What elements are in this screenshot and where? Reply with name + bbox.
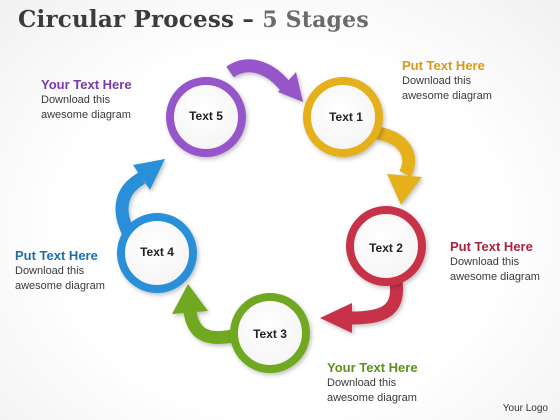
arrow-2-to-3-shaft bbox=[349, 281, 404, 325]
stage-4-ring bbox=[117, 213, 197, 293]
callout-stage-5: Your Text Here Download this awesome dia… bbox=[41, 76, 191, 123]
arrow-1-to-2-shaft bbox=[375, 126, 416, 178]
callout-heading: Your Text Here bbox=[327, 360, 418, 375]
callout-body-line: awesome diagram bbox=[327, 392, 417, 404]
arrow-4-to-5-head bbox=[133, 159, 165, 190]
callout-heading: Put Text Here bbox=[15, 248, 98, 263]
callout-heading: Put Text Here bbox=[450, 239, 533, 254]
callout-body-line: awesome diagram bbox=[450, 271, 540, 283]
callout-stage-1: Put Text Here Download this awesome diag… bbox=[402, 57, 552, 104]
arrow-1-to-2-head bbox=[387, 174, 422, 205]
callout-stage-3: Your Text Here Download this awesome dia… bbox=[327, 359, 477, 406]
logo-placeholder: Your Logo bbox=[502, 403, 548, 414]
callout-body-line: Download this bbox=[327, 377, 397, 389]
stage-1-label: Text 1 bbox=[329, 110, 363, 124]
arrow-5-to-1-shaft bbox=[226, 59, 291, 91]
stage-5: Text 5 bbox=[166, 77, 246, 157]
callout-body-line: awesome diagram bbox=[402, 90, 492, 102]
callout-body-line: Download this bbox=[15, 265, 85, 277]
arrow-3-to-4-head bbox=[172, 284, 208, 314]
stage-3: Text 3 bbox=[230, 293, 310, 373]
stage-3-label: Text 3 bbox=[253, 327, 287, 341]
callout-heading: Your Text Here bbox=[41, 77, 132, 92]
arrow-3-to-4-shaft bbox=[183, 310, 234, 344]
arrow-1-to-2 bbox=[375, 126, 422, 205]
stage-3-ring bbox=[230, 293, 310, 373]
title-main: Circular Process – bbox=[18, 6, 263, 33]
arrow-5-to-1 bbox=[226, 59, 303, 102]
stage-1-ring bbox=[303, 77, 383, 157]
callout-stage-2: Put Text Here Download this awesome diag… bbox=[450, 238, 560, 285]
arrow-3-to-4 bbox=[172, 284, 234, 344]
callout-body-line: awesome diagram bbox=[15, 280, 105, 292]
arrow-2-to-3 bbox=[320, 281, 404, 333]
stage-4-label: Text 4 bbox=[140, 245, 174, 259]
stage-5-label: Text 5 bbox=[189, 109, 223, 123]
title-subtitle: 5 Stages bbox=[262, 7, 369, 33]
callout-stage-4: Put Text Here Download this awesome diag… bbox=[15, 247, 165, 294]
slide-title: Circular Process – 5 Stages bbox=[18, 6, 369, 33]
stage-2-label: Text 2 bbox=[369, 241, 403, 255]
callout-body-line: Download this bbox=[402, 75, 472, 87]
stage-5-ring bbox=[166, 77, 246, 157]
callout-body-line: Download this bbox=[41, 94, 111, 106]
stage-1: Text 1 bbox=[303, 77, 383, 157]
callout-body-line: Download this bbox=[450, 256, 520, 268]
stage-2-ring bbox=[346, 206, 426, 286]
arrow-2-to-3-head bbox=[320, 303, 352, 333]
callout-body-line: awesome diagram bbox=[41, 109, 131, 121]
callout-heading: Put Text Here bbox=[402, 58, 485, 73]
arrow-5-to-1-head bbox=[278, 72, 303, 102]
stage-2: Text 2 bbox=[346, 206, 426, 286]
stage-4: Text 4 bbox=[117, 213, 197, 293]
